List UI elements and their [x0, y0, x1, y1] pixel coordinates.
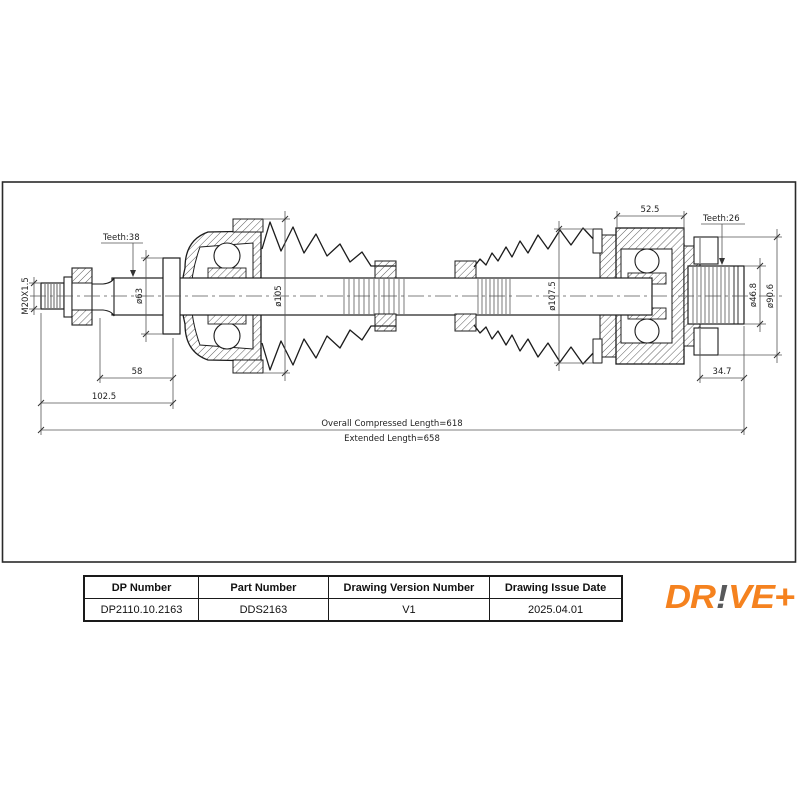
- value-part-number: DDS2163: [198, 598, 329, 622]
- label-teeth-right: Teeth:26: [702, 214, 740, 224]
- label-58: 58: [132, 367, 143, 377]
- label-thread: M20X1.5: [21, 277, 31, 315]
- label-102-5: 102.5: [92, 392, 116, 402]
- header-part-number: Part Number: [198, 575, 329, 599]
- right-boot: [473, 227, 603, 365]
- header-dp-number: DP Number: [83, 575, 200, 599]
- shaft-ribs-right: [477, 279, 511, 314]
- boot-clamps: [232, 218, 477, 374]
- driveplus-logo: DR!VE+: [630, 577, 795, 616]
- shaft-ribs-left: [343, 279, 405, 314]
- shaft-cone: [91, 277, 115, 317]
- logo-text-dr: DR: [664, 577, 716, 616]
- dimensions: [29, 211, 782, 435]
- label-52-5: 52.5: [641, 205, 660, 215]
- value-drawing-version: V1: [327, 598, 491, 622]
- label-34-7: 34.7: [713, 367, 732, 377]
- left-boot: [261, 221, 396, 371]
- label-extended-length: Extended Length=658: [344, 434, 440, 444]
- table-header-row: DP Number Part Number Drawing Version Nu…: [83, 575, 623, 599]
- value-issue-date: 2025.04.01: [489, 598, 623, 622]
- table-value-row: DP2110.10.2163 DDS2163 V1 2025.04.01: [83, 598, 623, 622]
- right-flange: [693, 236, 719, 356]
- label-dia46-8: ø46.8: [749, 283, 759, 307]
- title-block-table: DP Number Part Number Drawing Version Nu…: [83, 575, 623, 622]
- label-dia105: ø105: [274, 285, 284, 306]
- drawing-frame: [1, 181, 797, 563]
- label-teeth-left: Teeth:38: [102, 233, 140, 243]
- right-stub-shaft: [687, 265, 745, 325]
- logo-text-ve-plus: VE+: [727, 577, 795, 616]
- value-dp-number: DP2110.10.2163: [83, 598, 200, 622]
- logo-exclamation: !: [715, 577, 728, 616]
- label-dia107-5: ø107.5: [548, 281, 558, 311]
- label-dia63: ø63: [135, 288, 145, 304]
- label-dia90-6: ø90.6: [766, 284, 776, 308]
- axle-shaft: [111, 277, 653, 316]
- threaded-stub: [40, 267, 115, 326]
- header-issue-date: Drawing Issue Date: [489, 575, 623, 599]
- label-compressed-length: Overall Compressed Length=618: [321, 419, 462, 429]
- header-drawing-version: Drawing Version Number: [327, 575, 491, 599]
